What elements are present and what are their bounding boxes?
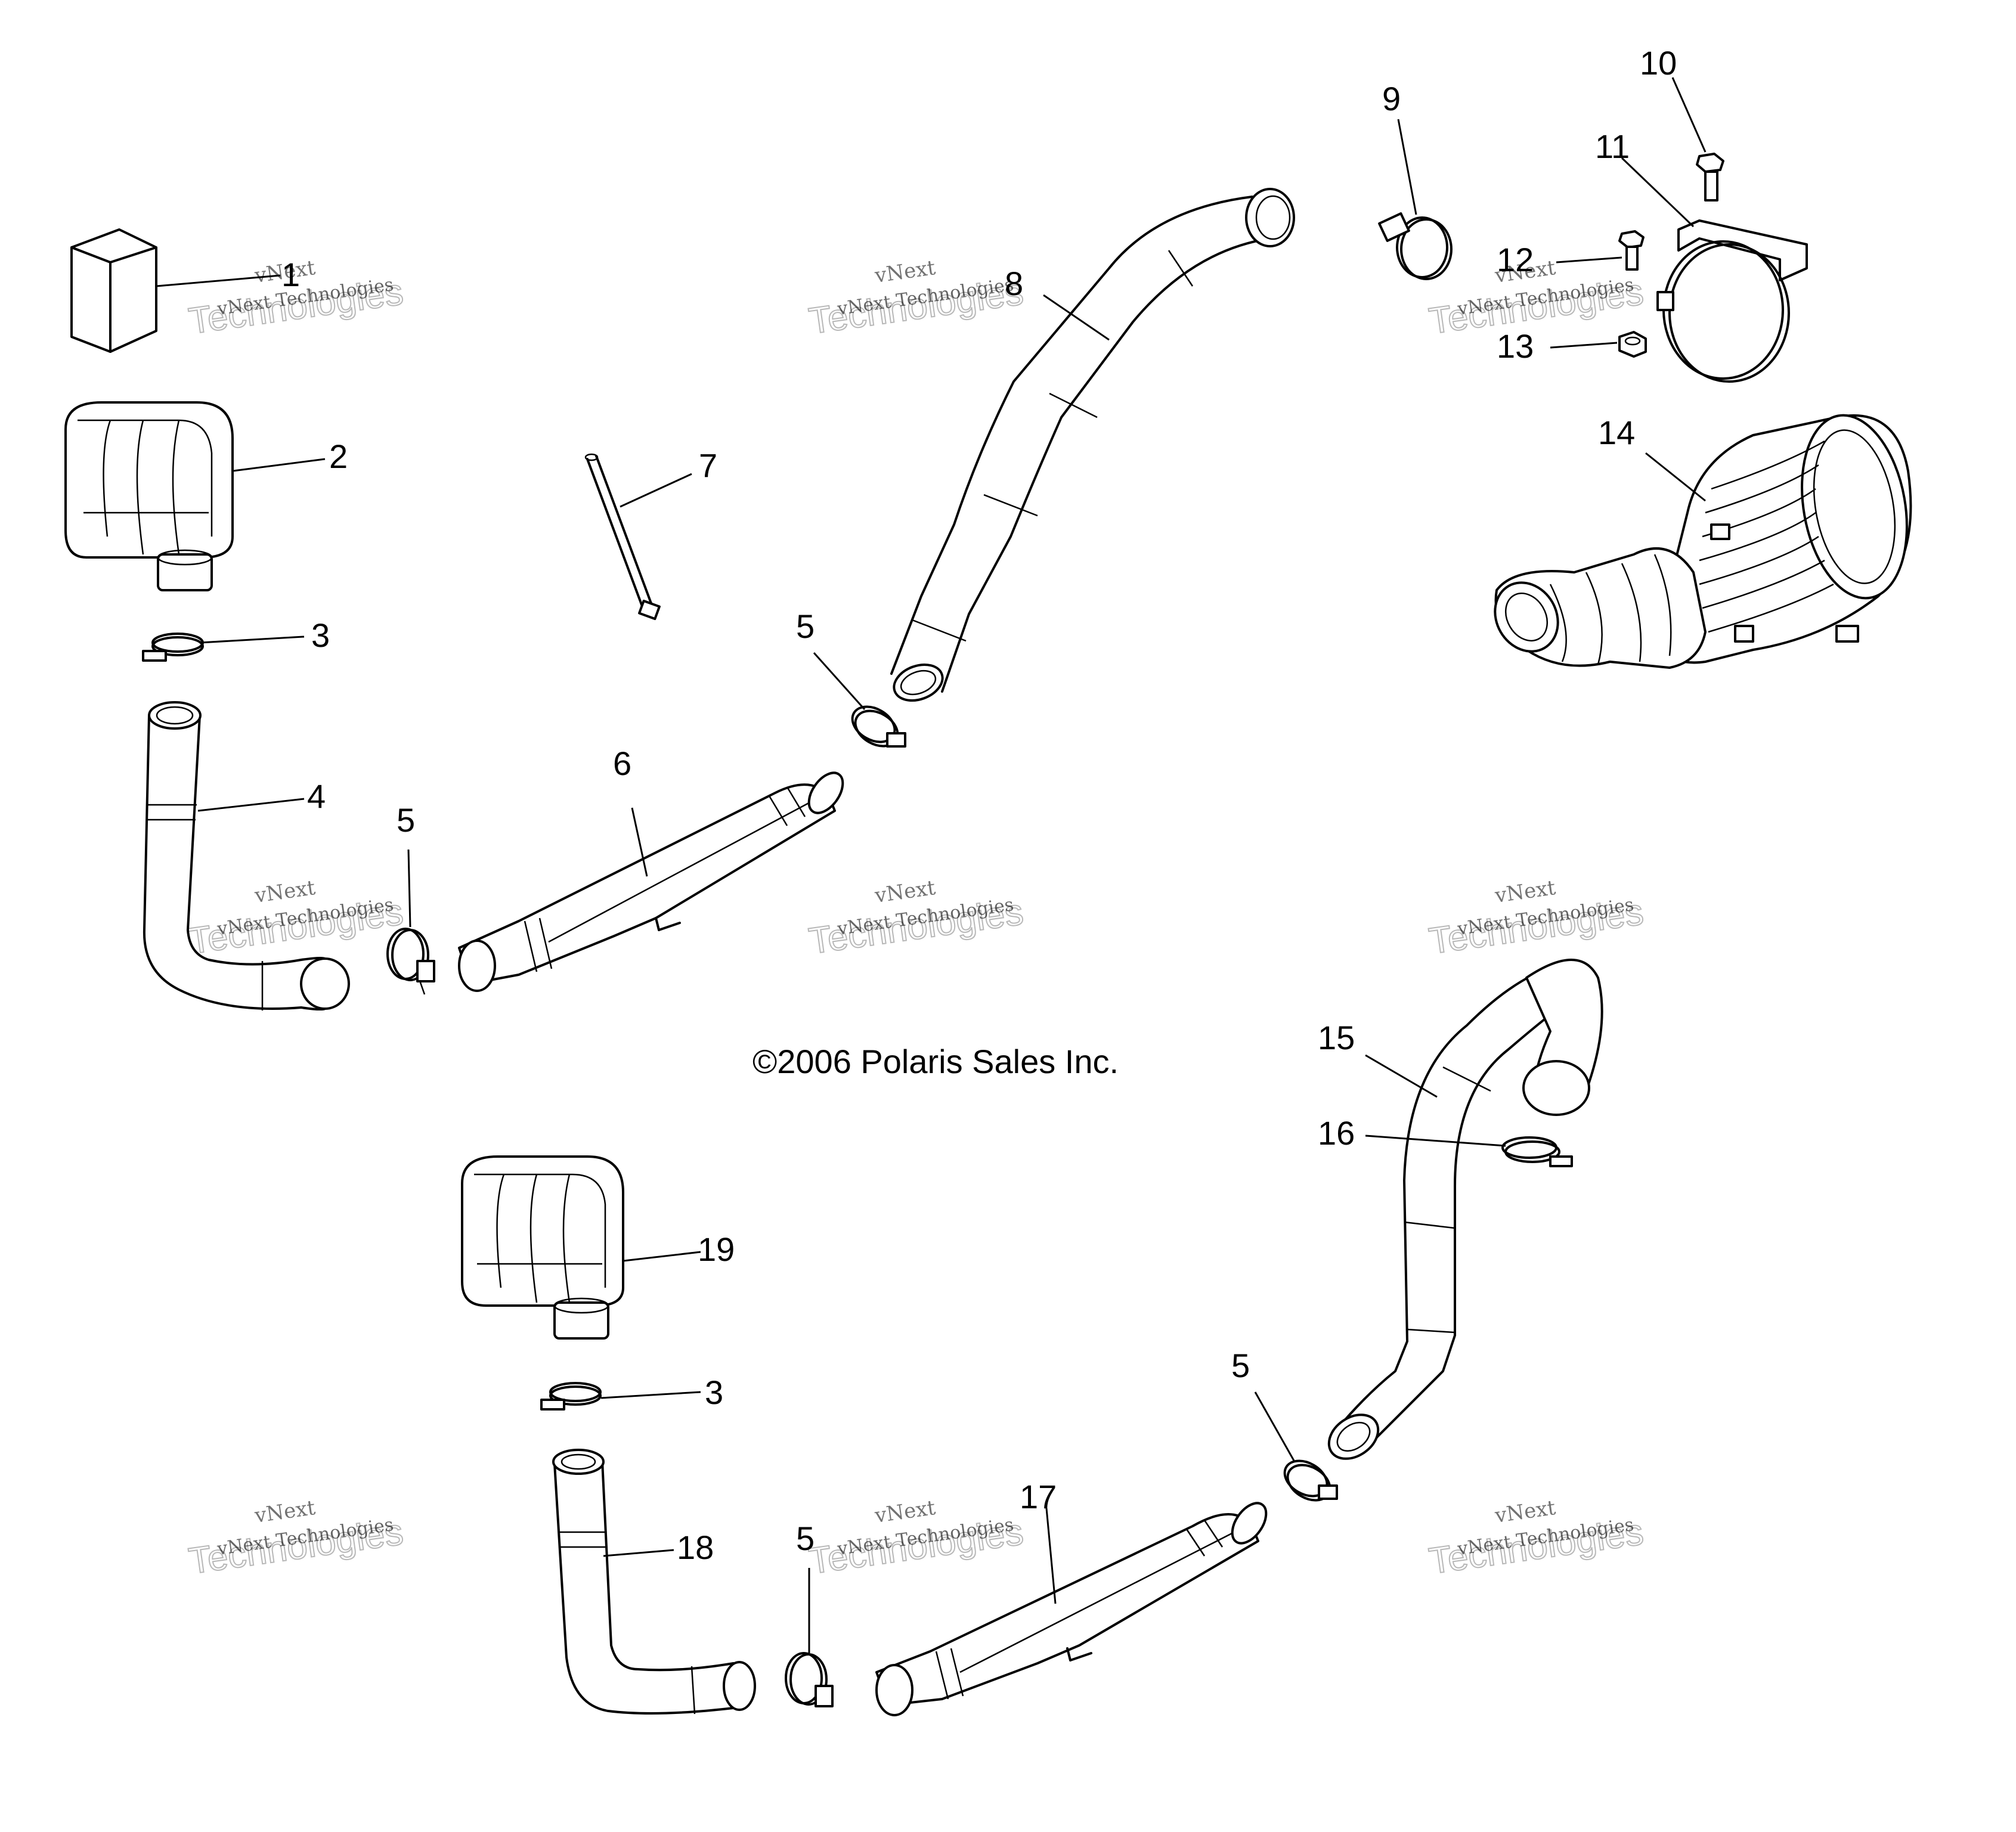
part-19-intake-silencer [461,1155,624,1340]
part-5-clamp-b [851,705,906,748]
part-13-nut [1618,331,1647,358]
svg-text:vNext: vNext [873,876,937,908]
copyright-notice: ©2006 Polaris Sales Inc. [752,1043,1119,1080]
part-16-clamp [1501,1136,1573,1167]
watermark-9: vNext Technologies vNext Technologies [1426,1496,1646,1583]
callout-6: 6 [613,745,631,782]
svg-text:vNext: vNext [253,876,317,908]
callout-4: 4 [307,777,326,815]
part-6-duct [458,771,844,992]
svg-text:vNext: vNext [253,1496,317,1528]
callout-5-c: 5 [1231,1347,1250,1384]
svg-text:vNext: vNext [873,256,937,288]
part-18-elbow-hose [552,1449,756,1715]
callout-5-a: 5 [397,801,415,839]
callout-13: 13 [1497,327,1534,365]
watermark-2: vNext Technologies vNext Technologies [806,256,1026,343]
leader-lines [156,77,1707,1653]
callout-12: 12 [1497,241,1534,278]
part-9-clamp [1378,212,1453,280]
callout-1: 1 [281,256,300,293]
svg-text:vNext: vNext [873,1496,937,1528]
watermark-5: vNext Technologies vNext Technologies [806,876,1026,963]
callout-2: 2 [329,438,348,475]
callout-5-d: 5 [796,1520,815,1557]
callout-11: 11 [1595,128,1630,165]
part-4-elbow-hose [143,701,350,1011]
part-5-clamp-a [386,928,435,995]
callout-9: 9 [1382,80,1401,117]
callout-16: 16 [1318,1114,1355,1152]
watermark-6: vNext Technologies vNext Technologies [1426,876,1646,963]
callout-15: 15 [1318,1019,1355,1056]
watermark-7: vNext Technologies vNext Technologies [185,1496,406,1583]
part-5-clamp-c [1283,1459,1338,1502]
watermark-4: vNext Technologies vNext Technologies [185,876,406,963]
callout-labels: 1 2 3 4 5 6 7 5 8 9 10 11 12 13 14 15 16… [281,44,1677,1566]
callout-3-top: 3 [311,616,330,654]
callout-17: 17 [1020,1478,1057,1515]
part-3-clamp-bottom [540,1382,602,1411]
callout-8: 8 [1005,265,1023,302]
part-11-bracket-band [1656,219,1808,383]
part-5-clamp-d [785,1652,834,1707]
svg-text:vNext: vNext [1493,1496,1557,1528]
part-10-bolt [1696,153,1724,202]
part-3-clamp-top [142,633,204,662]
callout-19: 19 [698,1230,735,1268]
part-1-foam-block [70,228,157,353]
watermark-8: vNext Technologies vNext Technologies [806,1496,1026,1583]
callout-7: 7 [699,447,717,484]
part-7-tie-strap [584,453,661,621]
callout-18: 18 [677,1529,714,1566]
callout-10: 10 [1640,44,1677,82]
part-15-hose [1327,959,1603,1460]
part-8-intake-tube [890,188,1295,702]
callout-3-bottom: 3 [705,1374,723,1411]
part-17-duct [875,1502,1268,1716]
callout-14: 14 [1598,414,1635,451]
svg-text:vNext: vNext [1493,876,1557,908]
part-14-air-filter-assembly [1494,414,1912,669]
watermarks: vNext Technologies vNext Technologies vN… [185,256,1646,1583]
part-12-bolt [1618,230,1645,271]
callout-5-b: 5 [796,607,815,645]
part-2-intake-silencer [64,401,234,591]
